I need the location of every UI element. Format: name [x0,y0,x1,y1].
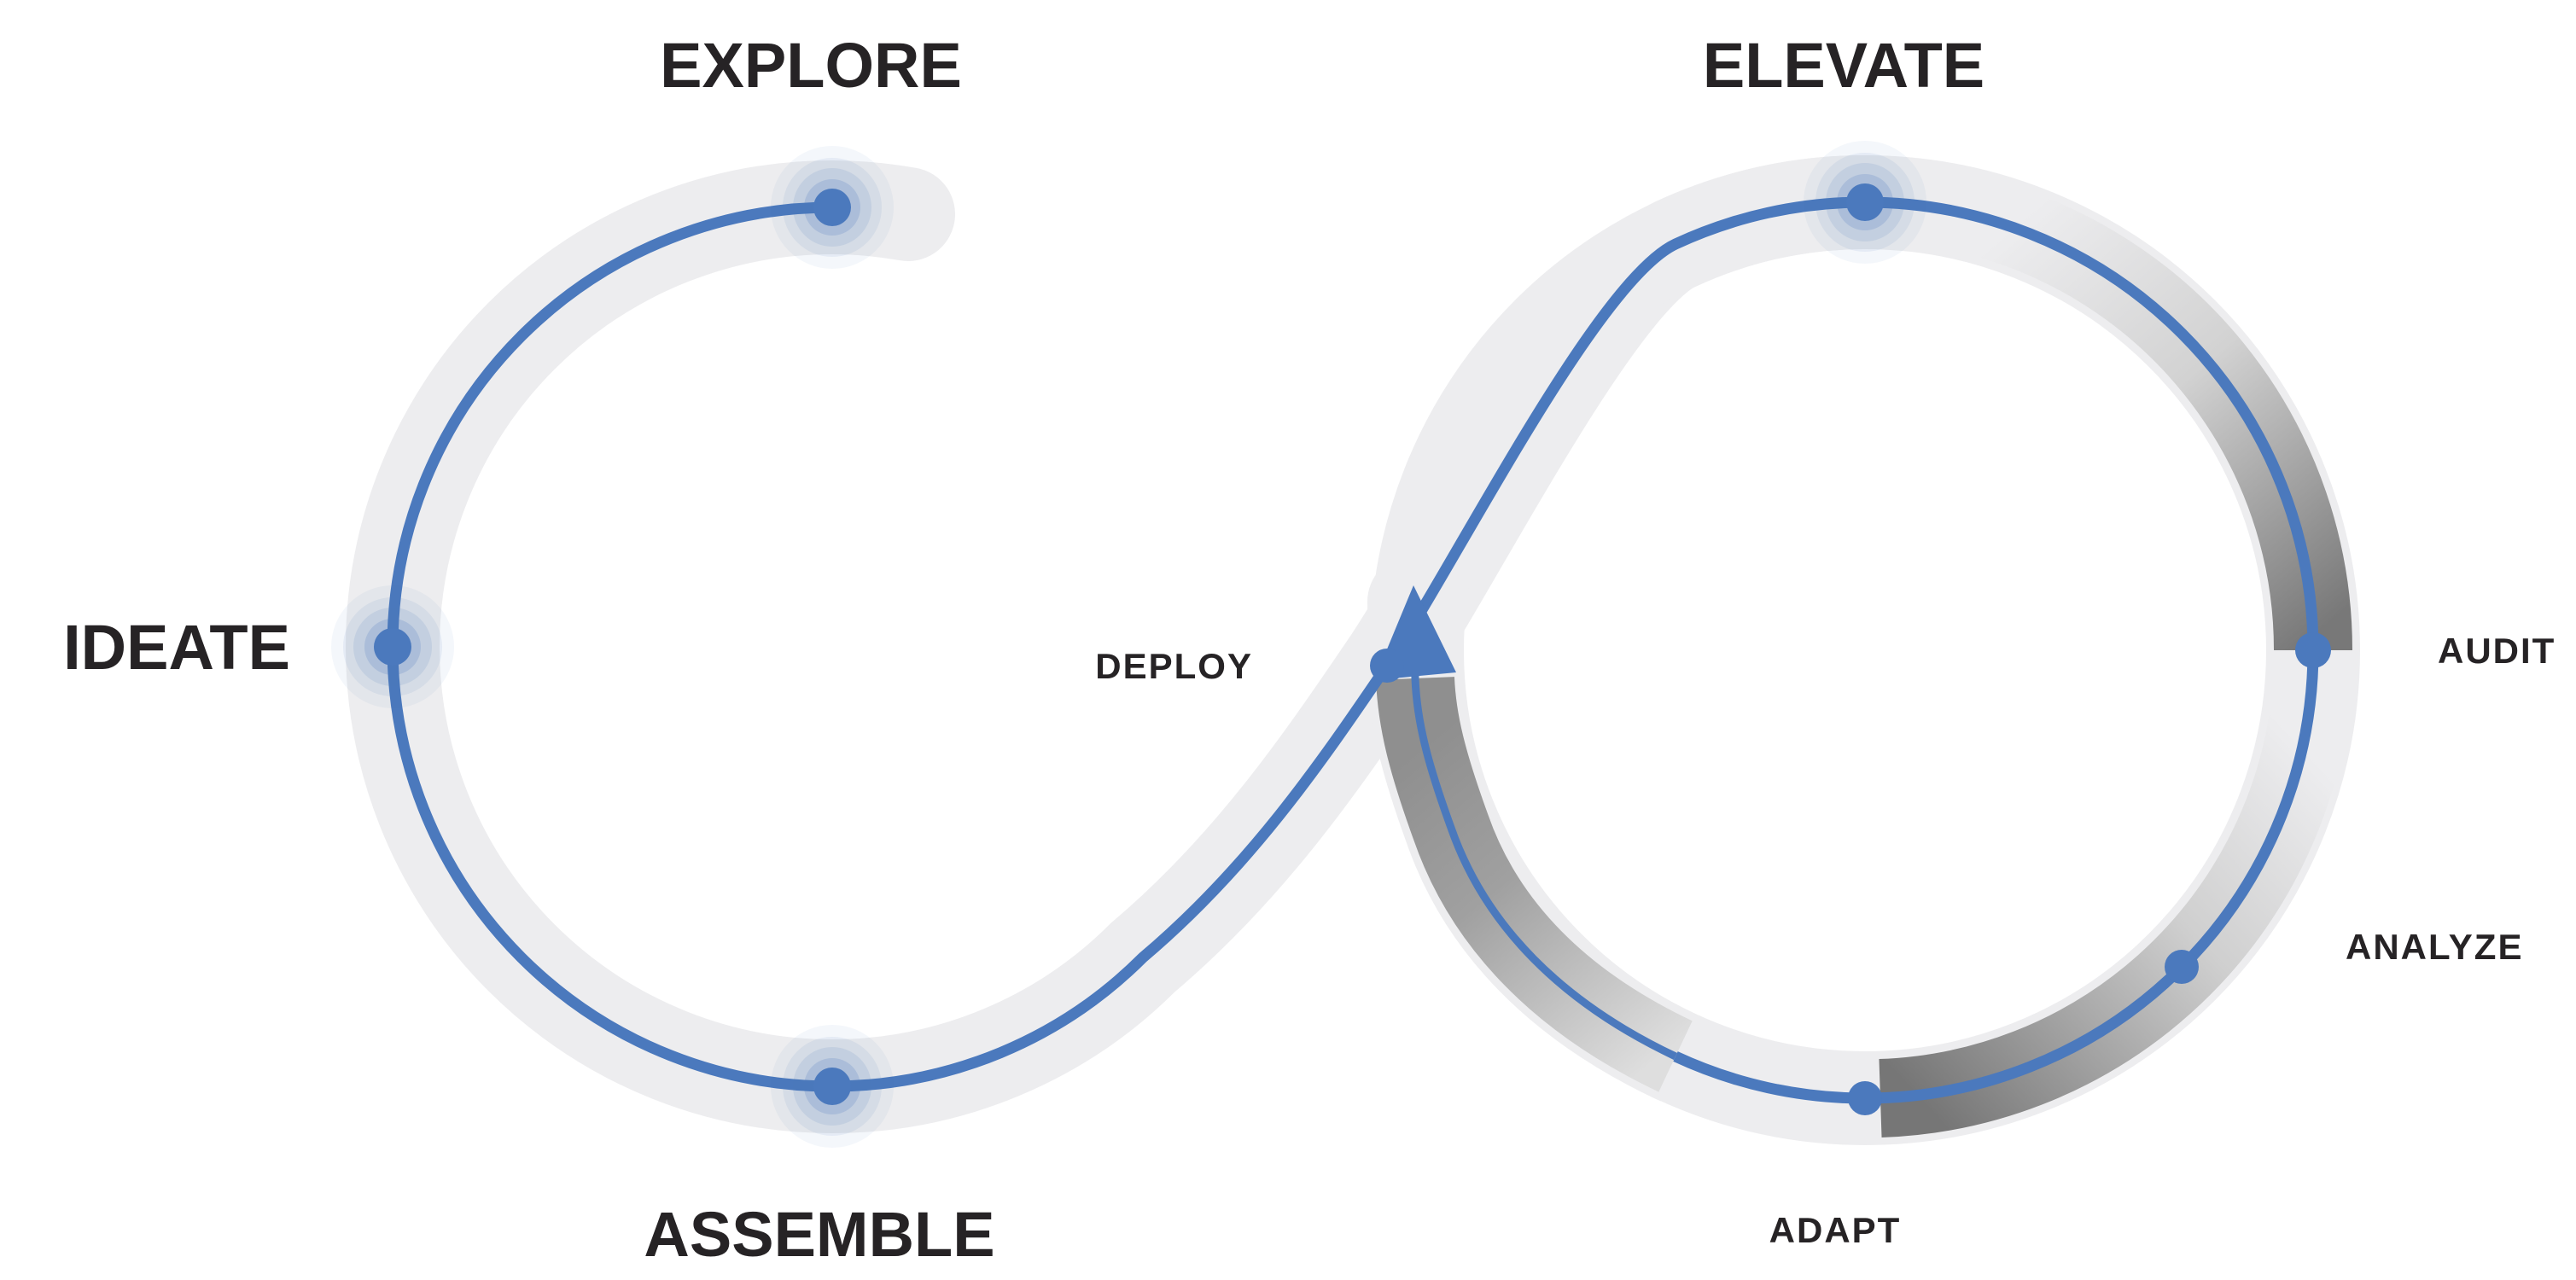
stage-label-elevate: ELEVATE [1703,30,1984,101]
stage-node-audit [2295,632,2331,668]
stage-node-ideate [374,628,411,666]
stage-label-assemble: ASSEMBLE [644,1199,994,1270]
stage-label-explore: EXPLORE [660,30,962,101]
route-line-return-branch [1409,619,1677,1061]
stage-label-adapt: ADAPT [1769,1210,1902,1250]
loop-track-left [345,154,1912,1134]
stage-node-adapt [1848,1081,1882,1115]
stage-node-deploy [1370,649,1404,683]
stage-label-analyze: ANALYZE [2346,927,2523,967]
loop-track-light [345,154,2360,1145]
stage-node-explore [813,189,851,226]
stage-node-analyze [2165,950,2199,984]
stage-label-audit: AUDIT [2438,631,2556,671]
gradient-band-adapt-to-arrow [1376,676,1693,1092]
stage-node-assemble [813,1068,851,1105]
stage-label-deploy: DEPLOY [1095,646,1253,686]
stage-node-elevate [1846,183,1884,221]
stage-label-ideate: IDEATE [63,612,290,683]
